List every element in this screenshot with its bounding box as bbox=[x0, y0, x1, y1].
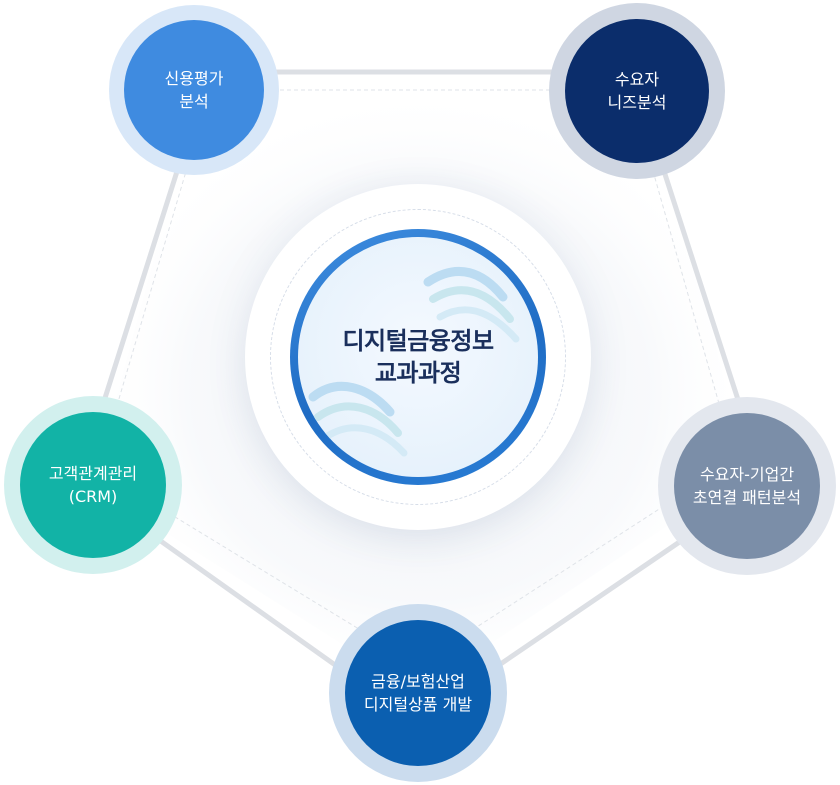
node-core: 고객관계관리 (CRM) bbox=[20, 412, 166, 558]
node-label-line1: 고객관계관리 bbox=[48, 464, 138, 483]
node-product-development: 금융/보험산업 디지털상품 개발 bbox=[329, 604, 507, 782]
edge-pattern-product bbox=[477, 525, 703, 681]
center-hub-dashed-ring bbox=[270, 209, 566, 505]
node-label-line1: 신용평가 bbox=[164, 69, 224, 88]
center-title: 디지털금융정보 교과과정 bbox=[298, 237, 538, 477]
node-label-line1: 금융/보험산업 bbox=[371, 672, 465, 691]
center-title-line1: 디지털금융정보 bbox=[342, 327, 494, 355]
node-pattern-analysis: 수요자-기업간 초연결 패턴분석 bbox=[658, 397, 836, 575]
node-credit-analysis: 신용평가 분석 bbox=[109, 5, 279, 175]
node-label-line1: 수요자-기업간 bbox=[699, 465, 795, 484]
node-label-line2: (CRM) bbox=[68, 487, 118, 506]
node-core: 금융/보험산업 디지털상품 개발 bbox=[345, 620, 491, 766]
center-title-line2: 교과과정 bbox=[374, 359, 462, 387]
node-core: 신용평가 분석 bbox=[124, 20, 264, 160]
edge-crm-credit bbox=[102, 159, 183, 401]
node-label-line1: 수요자 bbox=[614, 70, 660, 89]
center-hub-inner bbox=[298, 237, 538, 477]
edge-needs-pattern bbox=[659, 162, 745, 415]
node-label-line2: 분석 bbox=[179, 92, 209, 111]
edge-product-crm bbox=[145, 529, 348, 675]
node-core: 수요자-기업간 초연결 패턴분석 bbox=[674, 413, 820, 559]
wave-decoration-icon bbox=[308, 266, 520, 457]
node-label-line2: 디지털상품 개발 bbox=[363, 695, 473, 714]
node-needs-analysis: 수요자 니즈분석 bbox=[549, 3, 725, 179]
node-label-line2: 니즈분석 bbox=[607, 93, 667, 112]
node-core: 수요자 니즈분석 bbox=[565, 19, 709, 163]
node-crm: 고객관계관리 (CRM) bbox=[4, 396, 182, 574]
node-label-line2: 초연결 패턴분석 bbox=[692, 488, 802, 507]
